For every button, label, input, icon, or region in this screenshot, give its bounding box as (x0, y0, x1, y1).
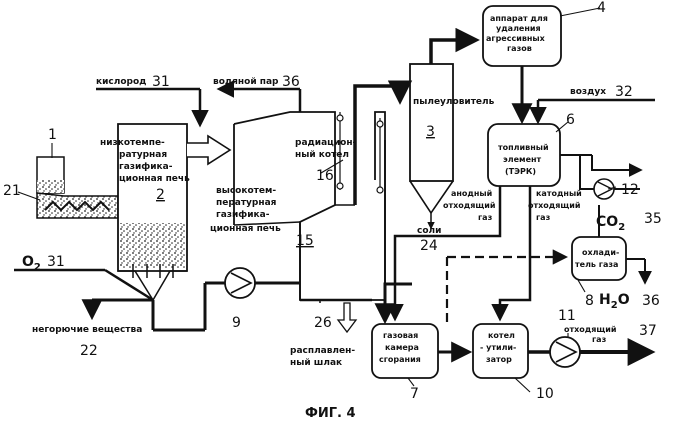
leader-lines (17, 7, 617, 393)
high-temp-label-1: высокотем- (216, 186, 276, 196)
number-2: 2 (156, 187, 165, 203)
noncombustibles-label: негорючие вещества (32, 325, 142, 335)
number-36-top: 36 (282, 74, 300, 90)
flow-lines (14, 27, 656, 366)
hopper (36, 156, 65, 194)
cathode-gas-label-3: газ (536, 213, 551, 222)
high-temp-label-3: газифика- (216, 210, 270, 220)
combustion-label-3: сгорания (379, 355, 421, 364)
high-temp-label-2: пературная (216, 198, 277, 208)
waste-boiler-label-2: - утили- (480, 343, 516, 352)
number-37: 37 (639, 323, 657, 339)
exhaust-gas-label-1: отходящий (564, 325, 616, 334)
number-1: 1 (48, 127, 57, 143)
number-4: 4 (597, 0, 606, 16)
cathode-gas-label-2: отходящий (528, 201, 580, 210)
number-15: 15 (296, 233, 314, 249)
number-31-top: 31 (152, 74, 170, 90)
cathode-gas-label-1: катодный (536, 189, 582, 198)
fuel-cell-label-1: топливный (498, 143, 549, 152)
salts-label: соли (417, 226, 441, 236)
combustion-label-2: камера (385, 343, 419, 352)
o2-left-label: O2 (22, 254, 41, 273)
gas-removal-label-1: аппарат для (490, 14, 548, 23)
dust-collector-label: пылеуловитель (413, 97, 495, 107)
number-26: 26 (314, 315, 332, 331)
fuel-cell-label-2: элемент (503, 155, 542, 164)
number-16: 16 (316, 168, 334, 184)
waste-boiler-label-3: затор (486, 355, 512, 364)
screw-feeder (36, 192, 119, 219)
blower-12 (593, 178, 615, 200)
number-6: 6 (566, 112, 575, 128)
slag-arrow (336, 302, 358, 334)
number-10: 10 (536, 386, 554, 402)
high-temp-gasifier (233, 111, 386, 303)
steam-label: водяной пар (213, 77, 279, 87)
h2o-label: H2O (599, 292, 630, 311)
waste-boiler-label-1: котел (488, 331, 515, 340)
gas-cooler-label-2: тель газа (575, 260, 618, 269)
number-22: 22 (80, 343, 98, 359)
blower-9 (224, 267, 256, 299)
high-temp-label-4: ционная печь (210, 224, 281, 234)
radiation-boiler-label-2: ный котел (295, 150, 349, 160)
exhaust-gas-label-2: газ (592, 335, 607, 344)
number-21: 21 (3, 183, 21, 199)
molten-slag-label-1: расплавлен- (290, 346, 355, 356)
low-temp-gasifier (117, 123, 188, 318)
number-24: 24 (420, 238, 438, 254)
low-temp-label-4: ционная печь (119, 174, 190, 184)
anode-gas-label-3: газ (478, 213, 493, 222)
number-31-left: 31 (47, 254, 65, 270)
radiation-boiler-tube (336, 112, 384, 194)
radiation-boiler-label-1: радиацион- (295, 138, 357, 148)
number-8: 8 (585, 293, 594, 309)
number-36-bottom: 36 (642, 293, 660, 309)
gas-removal-label-3: агрессивных (486, 34, 546, 43)
gas-cooler-label-1: охлади- (582, 248, 619, 257)
oxygen-top-label: кислород (96, 77, 146, 87)
number-35: 35 (644, 211, 662, 227)
number-32: 32 (615, 84, 633, 100)
number-11: 11 (558, 308, 576, 324)
figure-caption: ФИГ. 4 (305, 406, 356, 421)
number-3: 3 (426, 124, 435, 140)
blower-11 (549, 336, 581, 368)
low-temp-label-3: газифика- (119, 162, 173, 172)
anode-gas-label-1: анодный (451, 189, 492, 198)
combustion-label-1: газовая (383, 331, 418, 340)
co2-label: CO2 (596, 214, 625, 233)
fuel-cell-label-3: (ТЭРК) (505, 167, 536, 176)
low-temp-label-1: низкотемпе- (100, 138, 165, 148)
low-temp-label-2: ратурная (119, 150, 167, 160)
gas-removal-label-2: удаления (496, 24, 541, 33)
gas-cooler (571, 236, 627, 281)
air-label: воздух (570, 87, 606, 97)
number-9: 9 (232, 315, 241, 331)
anode-gas-label-2: отходящий (443, 201, 495, 210)
gas-removal-label-4: газов (507, 44, 532, 53)
molten-slag-label-2: ный шлак (290, 358, 342, 368)
number-7: 7 (410, 386, 419, 402)
number-12: 12 (621, 182, 639, 198)
